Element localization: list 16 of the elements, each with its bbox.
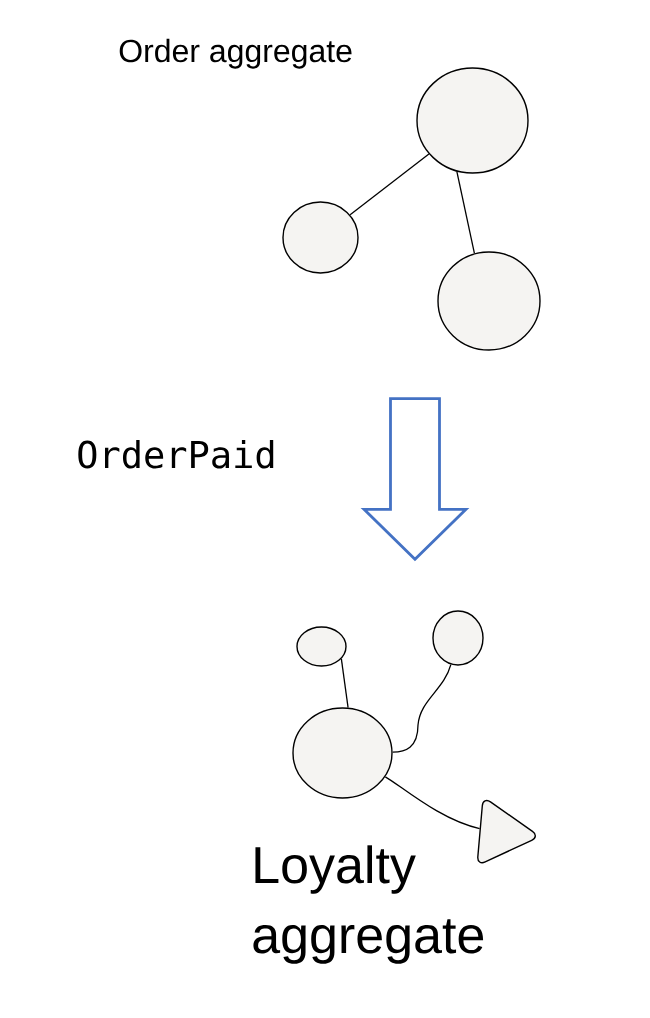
connector-line: [340, 658, 349, 709]
connector-line: [456, 170, 476, 254]
connector-line: [392, 663, 452, 753]
group-label: Order aggregate: [119, 38, 352, 69]
blob: [416, 67, 529, 174]
blob: [432, 610, 484, 666]
connector-line: [349, 153, 430, 216]
blob: [292, 707, 393, 799]
blob: [437, 251, 541, 351]
triangle-blob: [477, 799, 536, 864]
block-arrow: [360, 397, 470, 562]
group-label: Loyalty aggregate: [253, 845, 484, 964]
blob: [282, 201, 359, 274]
edge-label: OrderPaid: [78, 439, 274, 469]
connector-line: [384, 776, 481, 830]
blob: [296, 626, 347, 667]
